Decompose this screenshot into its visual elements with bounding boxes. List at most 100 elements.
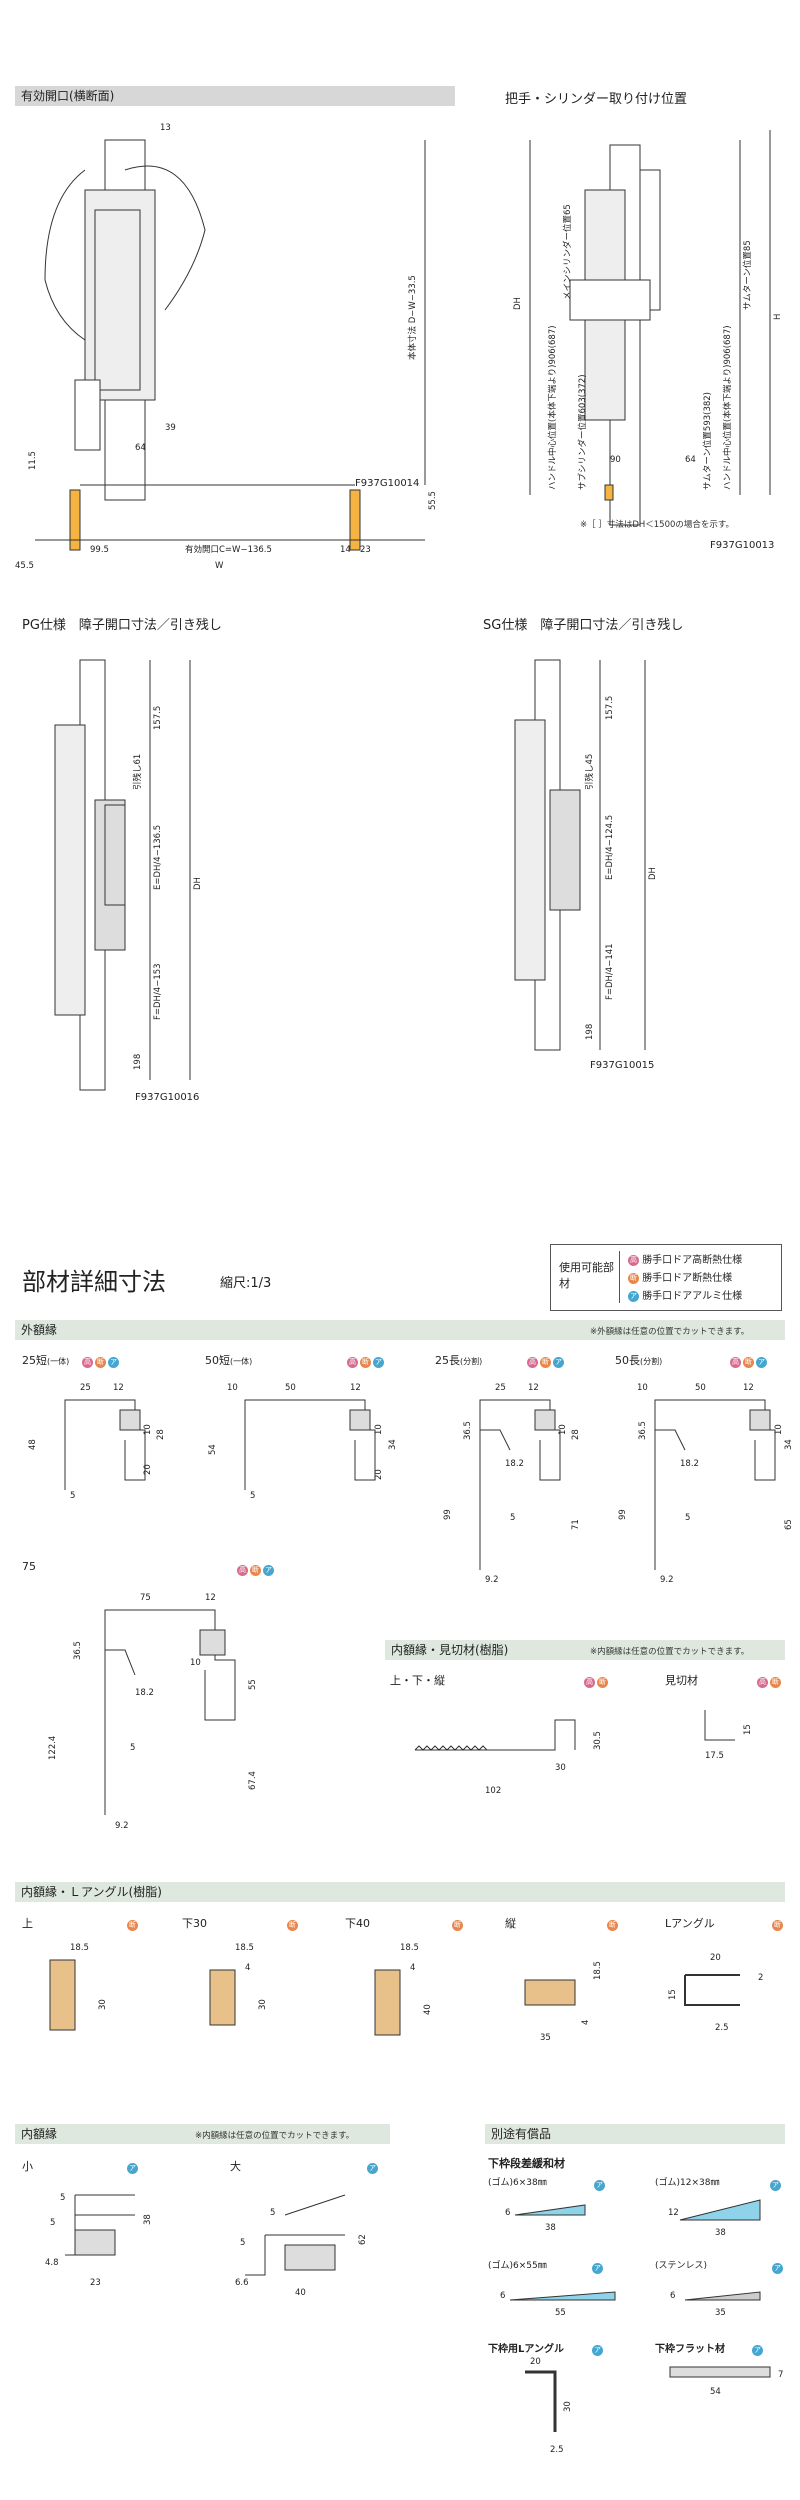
svg-text:10: 10: [774, 1424, 784, 1435]
label-l-angle: Lアングル: [665, 1917, 715, 1930]
drawing-code: F937G10016: [135, 1092, 200, 1103]
sg-drawing: 157.5 引残し45 E=DH/4−124.5 DH F=DH/4−141 1…: [514, 659, 658, 1051]
dim-handle-center-2: ハンドル中心位置(本体下端より)906(687): [722, 325, 733, 490]
svg-text:10: 10: [637, 1383, 648, 1393]
profile-resin: 30.5 30 102: [414, 1719, 603, 1796]
label-rubber-12x38: (ゴム)12×38㎜: [655, 2178, 720, 2188]
legend-box: 使用可能部材 高 勝手口ドア高断熱仕様 断 勝手口ドア断熱仕様 ア 勝手口ドアア…: [550, 1244, 782, 1311]
dim-thumb: サムターン位置593(382): [702, 392, 713, 490]
dim-45-5: 45.5: [15, 561, 34, 571]
svg-text:10: 10: [374, 1424, 384, 1435]
svg-text:30: 30: [98, 1999, 108, 2010]
label-mikiri: 見切材: [665, 1674, 698, 1687]
svg-text:5: 5: [240, 2238, 245, 2248]
svg-text:67.4: 67.4: [248, 1771, 258, 1790]
svg-text:50: 50: [285, 1383, 296, 1393]
svg-text:17.5: 17.5: [705, 1751, 724, 1761]
svg-text:20: 20: [143, 1464, 153, 1475]
label-small: 小: [22, 2160, 33, 2173]
profile-angle-b40: 18.5 4 40: [374, 1943, 433, 2036]
svg-text:20: 20: [374, 1469, 384, 1480]
svg-text:15: 15: [668, 1989, 678, 2000]
svg-text:9.2: 9.2: [485, 1575, 499, 1585]
label-50-short: 50短(一体): [205, 1354, 253, 1367]
profile-l-angle: 20 2 15 2.5: [668, 1953, 763, 2033]
svg-text:36.5: 36.5: [463, 1421, 473, 1440]
svg-text:36.5: 36.5: [638, 1421, 648, 1440]
cut-note: ※内額縁は任意の位置でカットできます。: [590, 1647, 750, 1657]
svg-text:12: 12: [113, 1383, 124, 1393]
dim-thumb-85: サムターン位置85: [742, 240, 753, 310]
svg-text:18.5: 18.5: [593, 1961, 603, 1980]
profile-angle-vertical: 18.5 4 35: [524, 1961, 603, 2043]
label-large: 大: [230, 2160, 241, 2173]
svg-text:40: 40: [423, 2004, 433, 2015]
svg-text:99: 99: [618, 1509, 628, 1520]
svg-text:34: 34: [388, 1439, 398, 1450]
svg-text:34: 34: [784, 1439, 794, 1450]
label-25-short: 25短(一体): [22, 1354, 70, 1367]
dim-h: H: [773, 314, 783, 320]
dim-198: 198: [133, 1054, 143, 1070]
svg-text:12: 12: [350, 1383, 361, 1393]
svg-text:75: 75: [140, 1593, 151, 1603]
note-dh: ※［ ］寸法はDH＜1500の場合を示す。: [580, 520, 735, 530]
label-vertical: 縦: [505, 1917, 516, 1930]
section-header-inner-angle: 内額縁・Ｌアングル(樹脂): [15, 1882, 785, 1902]
svg-text:2: 2: [758, 1973, 763, 1983]
svg-text:10: 10: [143, 1424, 153, 1435]
svg-text:12: 12: [205, 1593, 216, 1603]
label-75: 75: [22, 1560, 36, 1573]
badges: 高断ア: [237, 1565, 274, 1576]
effective-opening-drawing: 13 本体寸法 D−W−33.5 11.5 39 64 55.5 99.5 有効…: [15, 123, 438, 571]
label-25-long: 25長(分割): [435, 1354, 483, 1367]
svg-text:62: 62: [358, 2234, 368, 2245]
svg-text:12: 12: [528, 1383, 539, 1393]
profile-rubber-6x55: 655: [500, 2291, 616, 2318]
label-rubber-6x55: (ゴム)6×55㎜: [488, 2261, 547, 2271]
dim-main-cyl: メインシリンダー位置65: [562, 204, 573, 300]
dim-f: F=DH/4−153: [153, 963, 163, 1020]
svg-text:5: 5: [60, 2193, 65, 2203]
dim-dh: DH: [193, 877, 203, 890]
svg-text:55: 55: [248, 1679, 258, 1690]
svg-text:6: 6: [670, 2291, 675, 2301]
dim-sub-cyl: サブシリンダー位置603(372): [577, 374, 588, 490]
svg-text:38: 38: [545, 2223, 556, 2233]
svg-text:5: 5: [130, 1743, 135, 1753]
svg-text:25: 25: [495, 1383, 506, 1393]
svg-text:71: 71: [571, 1519, 581, 1530]
svg-text:20: 20: [710, 1953, 721, 1963]
label-bottom-40: 下40: [345, 1917, 370, 1930]
section-header-inner-frame: 内額縁: [15, 2124, 390, 2144]
dim-f: F=DH/4−141: [605, 943, 615, 1000]
legend-item: 高 勝手口ドア高断熱仕様: [628, 1254, 743, 1266]
legend-item: ア 勝手口ドアアルミ仕様: [628, 1290, 743, 1302]
svg-text:35: 35: [715, 2308, 726, 2318]
section-title-handle: 把手・シリンダー取り付け位置: [505, 92, 688, 107]
svg-text:5: 5: [70, 1491, 75, 1501]
svg-text:28: 28: [156, 1429, 166, 1440]
label-top: 上: [22, 1917, 33, 1930]
label-rubber-6x38: (ゴム)6×38㎜: [488, 2178, 547, 2188]
section-header-effective-opening: 有効開口(横断面): [15, 86, 455, 106]
dim-39: 39: [165, 423, 176, 433]
svg-text:12: 12: [668, 2208, 679, 2218]
dim-hikinokoshi: 引残し45: [584, 754, 595, 790]
dim-hikinokoshi: 引残し61: [132, 754, 143, 790]
svg-text:4: 4: [581, 2020, 591, 2025]
svg-text:4: 4: [410, 1963, 415, 1973]
svg-text:18.5: 18.5: [70, 1943, 89, 1953]
svg-text:6.6: 6.6: [235, 2278, 249, 2288]
svg-text:10: 10: [190, 1658, 201, 1668]
svg-text:35: 35: [540, 2033, 551, 2043]
svg-text:6: 6: [505, 2208, 510, 2218]
svg-text:28: 28: [571, 1429, 581, 1440]
svg-text:18.2: 18.2: [505, 1459, 524, 1469]
profile-inner-large: 5 62 5 6.6 40: [235, 2194, 368, 2298]
svg-text:30: 30: [258, 1999, 268, 2010]
svg-text:18.5: 18.5: [400, 1943, 419, 1953]
dim-effective: 有効開口C=W−136.5: [185, 544, 272, 555]
cut-note: ※外額縁は任意の位置でカットできます。: [590, 1327, 750, 1337]
